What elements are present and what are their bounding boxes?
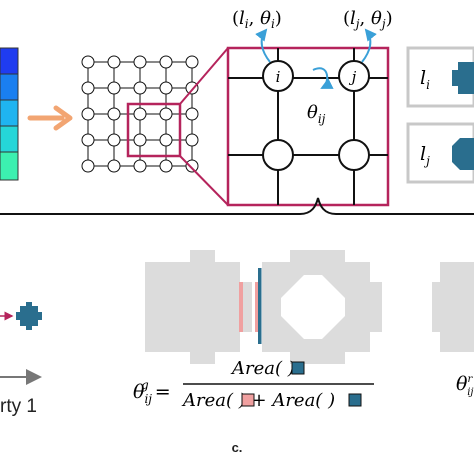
grid-node (107, 159, 121, 173)
right-panel-lj: lj (406, 122, 474, 184)
grid-node (185, 107, 199, 121)
formula-denominator: Area( ) + Area( ) (181, 390, 335, 411)
small-cross-icon (16, 302, 42, 330)
grid-node (159, 133, 173, 147)
grid-node (185, 55, 199, 69)
zoom-box (226, 46, 390, 207)
formula-lhs: θijg= (133, 378, 171, 406)
grid-node (107, 107, 121, 121)
right-panel-li: li (406, 46, 474, 108)
brace (0, 197, 474, 215)
numerator-teal-square (291, 361, 305, 375)
grid-node (159, 107, 173, 121)
node-i-state-label: (li, θi) (232, 8, 282, 31)
node-br (338, 139, 370, 171)
colorbar (0, 47, 19, 181)
grid-node (185, 133, 199, 147)
node-j (338, 60, 370, 92)
grid-node (133, 107, 147, 121)
orange-arrow-icon (27, 105, 73, 131)
grid-node (185, 159, 199, 173)
pink-boundary (239, 282, 243, 332)
grid-node (133, 133, 147, 147)
gray-shape-right (262, 250, 382, 364)
zoom-connector-top (179, 47, 229, 105)
grid-node (81, 107, 95, 121)
panel-c-caption: c. (231, 440, 243, 455)
grid-node (133, 159, 147, 173)
arrow-j-up-icon (361, 28, 377, 63)
teal-boundary (258, 268, 262, 344)
gray-shape-left (145, 250, 252, 364)
node-j-label: j (349, 68, 357, 86)
grid-node (81, 133, 95, 147)
grid-node (159, 55, 173, 69)
node-bl (262, 139, 294, 171)
zoom-connector-bottom (179, 155, 229, 206)
pink-boundary-2 (255, 282, 258, 332)
arrow-i-up-icon (255, 28, 271, 63)
svg-text:lj: lj (420, 143, 430, 168)
left-partial-text: rty 1 (0, 396, 37, 417)
grid-node (81, 159, 95, 173)
denominator-teal-square (348, 393, 362, 407)
svg-text:li: li (420, 67, 430, 92)
grid-selection-box (126, 102, 182, 158)
grid-node (133, 81, 147, 95)
grid-node (107, 81, 121, 95)
grid-node (133, 55, 147, 69)
grid-node (81, 55, 95, 69)
denominator-pink-square (241, 393, 255, 407)
grid-node (81, 81, 95, 95)
grid-node (107, 55, 121, 69)
grid-node (159, 81, 173, 95)
gray-shape-partial (432, 262, 474, 352)
formula-numerator: Area( ) (230, 358, 295, 379)
node-j-state-label: (lj, θj) (343, 8, 393, 31)
node-i-label: i (276, 68, 281, 86)
grid-node (159, 159, 173, 173)
grid-node (107, 133, 121, 147)
node-i (262, 60, 294, 92)
rotation-arrow-icon (312, 67, 334, 89)
